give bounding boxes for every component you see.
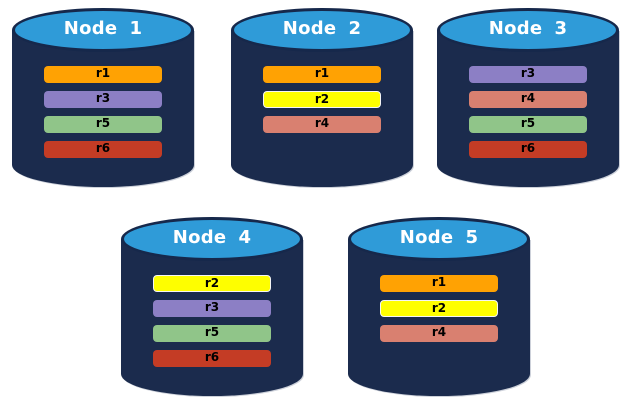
- cylinder-body: [437, 30, 619, 187]
- partition-bar-r4: r4: [263, 116, 381, 133]
- cylinder-top-ellipse: Node 2: [231, 8, 413, 52]
- db-node-5: Node 5 r1 r2 r4: [348, 217, 530, 396]
- node-title-number: 1: [129, 18, 143, 39]
- cylinder-body: [121, 239, 303, 396]
- partition-bar-r2: r2: [380, 300, 498, 317]
- cylinder-top-ellipse: Node 1: [12, 8, 194, 52]
- node-title-name: Node: [282, 18, 337, 39]
- partition-list: r1 r2 r4: [348, 275, 530, 342]
- partition-bar-r4: r4: [380, 325, 498, 342]
- partition-list: r1 r2 r4: [231, 66, 413, 133]
- partition-bar-r3: r3: [469, 66, 587, 83]
- node-title-name: Node: [399, 227, 454, 248]
- node-title: Node 4: [173, 229, 252, 249]
- partition-bar-r1: r1: [380, 275, 498, 292]
- node-title: Node 2: [283, 20, 362, 40]
- partition-bar-r5: r5: [469, 116, 587, 133]
- partition-bar-r5: r5: [44, 116, 162, 133]
- node-title: Node 5: [400, 229, 479, 249]
- node-title-number: 2: [348, 18, 362, 39]
- partition-list: r3 r4 r5 r6: [437, 66, 619, 158]
- db-node-4: Node 4 r2 r3 r5 r6: [121, 217, 303, 396]
- cylinder-top-ellipse: Node 4: [121, 217, 303, 261]
- db-node-3: Node 3 r3 r4 r5 r6: [437, 8, 619, 187]
- partition-bar-r5: r5: [153, 325, 271, 342]
- partition-list: r2 r3 r5 r6: [121, 275, 303, 367]
- node-title: Node 3: [489, 20, 568, 40]
- cylinder-body: [12, 30, 194, 187]
- cylinder-top-ellipse: Node 5: [348, 217, 530, 261]
- partition-bar-r6: r6: [44, 141, 162, 158]
- partition-bar-r1: r1: [44, 66, 162, 83]
- node-title-number: 5: [465, 227, 479, 248]
- node-title-number: 4: [238, 227, 252, 248]
- node-title: Node 1: [64, 20, 143, 40]
- partition-bar-r4: r4: [469, 91, 587, 108]
- partition-bar-r1: r1: [263, 66, 381, 83]
- node-title-number: 3: [554, 18, 568, 39]
- db-node-2: Node 2 r1 r2 r4: [231, 8, 413, 187]
- partition-bar-r2: r2: [153, 275, 271, 292]
- partition-bar-r6: r6: [469, 141, 587, 158]
- node-title-name: Node: [172, 227, 227, 248]
- partition-bar-r6: r6: [153, 350, 271, 367]
- partition-bar-r2: r2: [263, 91, 381, 108]
- node-title-name: Node: [63, 18, 118, 39]
- cylinder-body: [231, 30, 413, 187]
- node-title-name: Node: [488, 18, 543, 39]
- cylinder-body: [348, 239, 530, 396]
- cylinder-top-ellipse: Node 3: [437, 8, 619, 52]
- partition-list: r1 r3 r5 r6: [12, 66, 194, 158]
- partition-bar-r3: r3: [153, 300, 271, 317]
- db-node-1: Node 1 r1 r3 r5 r6: [12, 8, 194, 187]
- partition-bar-r3: r3: [44, 91, 162, 108]
